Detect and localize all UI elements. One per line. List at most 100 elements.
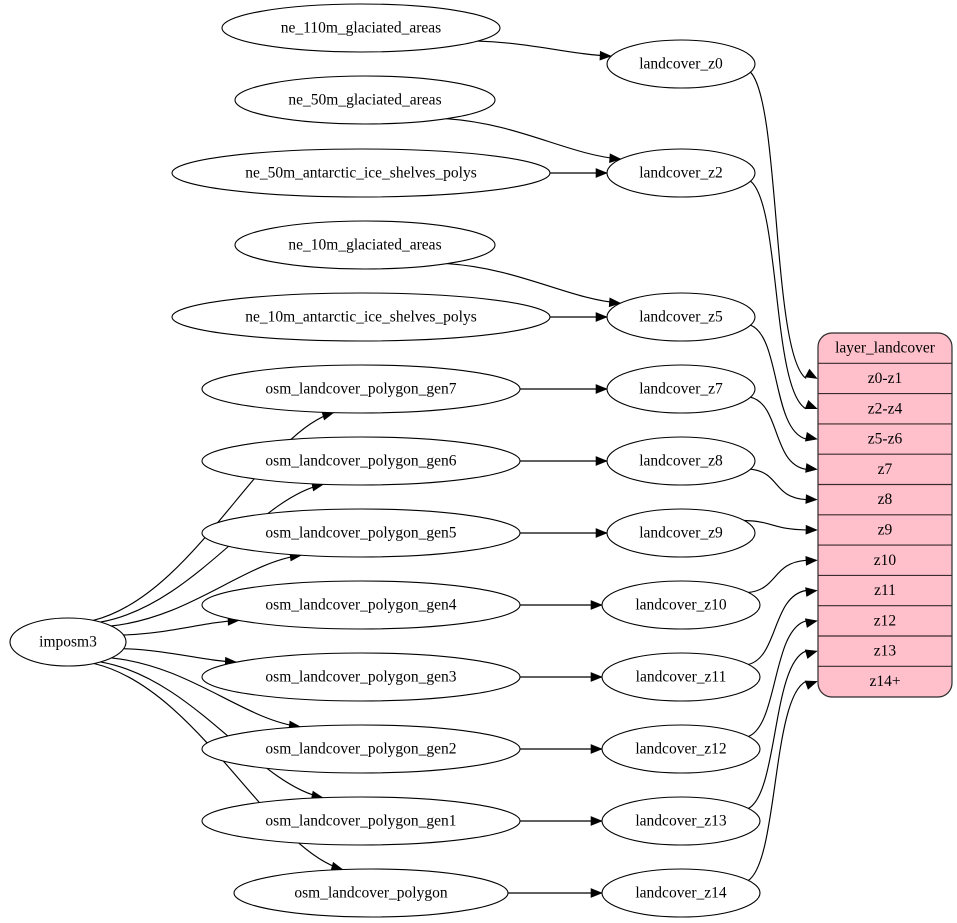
edge-arrowhead [804,400,818,410]
node-landcover_z7[interactable]: landcover_z7 [606,364,756,414]
edge-arrowhead [595,456,608,466]
node-landcover_z10[interactable]: landcover_z10 [601,580,761,630]
edge-landcover_z2-to-layer-landcover-z2-z4 [750,180,807,410]
edge-landcover_z8-to-layer-landcover-z8 [750,468,807,501]
edge-arrowhead [804,618,818,628]
edge-arrowhead [805,587,818,597]
edge-arrowhead [805,556,818,566]
edge-imposm3-to-osm-landcover-polygon-gen2 [111,657,301,728]
node-shape-landcover_z5 [606,292,756,342]
node-landcover_z13[interactable]: landcover_z13 [601,796,761,846]
edge-arrowhead [608,297,622,308]
edge-arrowhead [805,524,818,535]
edge-arrowhead [590,888,603,898]
node-shape-ne_50m_antarctic_ice_shelves_polys [171,148,551,198]
node-ne_110m_glaciated_areas[interactable]: ne_110m_glaciated_areas [221,3,501,53]
edge-landcover_z9-to-layer-landcover-z9 [744,519,807,531]
edge-landcover_z13-to-layer-landcover-z13 [748,650,807,810]
node-shape-ne_50m_glaciated_areas [234,75,496,125]
node-shape-osm_landcover_polygon_gen4 [201,580,521,630]
node-shape-ne_110m_glaciated_areas [221,3,501,53]
node-landcover_z0[interactable]: landcover_z0 [606,39,756,89]
node-shape-landcover_z8 [606,436,756,486]
edge-arrowhead [805,494,818,504]
edge-arrowhead [590,600,603,610]
node-landcover_z11[interactable]: landcover_z11 [601,652,761,702]
node-shape-landcover_z10 [601,580,761,630]
node-shape-osm_landcover_polygon_gen3 [201,652,521,702]
node-shape-landcover_z11 [601,652,761,702]
node-ne_10m_glaciated_areas[interactable]: ne_10m_glaciated_areas [234,220,496,270]
edge-arrowhead [595,528,608,538]
node-ne_50m_antarctic_ice_shelves_polys[interactable]: ne_50m_antarctic_ice_shelves_polys [171,148,551,198]
edge-arrowhead [805,463,818,473]
node-osm_landcover_polygon_gen7[interactable]: osm_landcover_polygon_gen7 [201,364,521,414]
layer-landcover-table[interactable]: layer_landcoverz0-z1z2-z4z5-z6z7z8z9z10z… [817,332,953,698]
edge-landcover_z5-to-layer-landcover-z5-z6 [750,324,807,440]
edge-arrowhead [804,649,818,659]
node-shape-osm_landcover_polygon_gen2 [201,724,521,774]
edge-arrowhead [590,816,603,826]
edge-arrowhead [804,432,818,442]
edge-arrowhead [595,168,608,178]
node-shape-landcover_z12 [601,724,761,774]
node-imposm3[interactable]: imposm3 [9,617,127,667]
edge-landcover_z7-to-layer-landcover-z7 [750,396,807,470]
edge-landcover_z11-to-layer-landcover-z11 [748,589,807,666]
node-shape-landcover_z9 [606,508,756,558]
node-shape-osm_landcover_polygon [233,868,509,918]
node-osm_landcover_polygon[interactable]: osm_landcover_polygon [233,868,509,918]
node-osm_landcover_polygon_gen1[interactable]: osm_landcover_polygon_gen1 [201,796,521,846]
node-shape-landcover_z14 [601,868,761,918]
node-landcover_z5[interactable]: landcover_z5 [606,292,756,342]
node-shape-osm_landcover_polygon_gen5 [201,508,521,558]
node-osm_landcover_polygon_gen3[interactable]: osm_landcover_polygon_gen3 [201,652,521,702]
node-osm_landcover_polygon_gen4[interactable]: osm_landcover_polygon_gen4 [201,580,521,630]
node-landcover_z9[interactable]: landcover_z9 [606,508,756,558]
edge-ne_10m_glaciated_areas-to-landcover-z5 [446,263,621,304]
node-ne_10m_antarctic_ice_shelves_polys[interactable]: ne_10m_antarctic_ice_shelves_polys [171,292,551,342]
edge-imposm3-to-osm-landcover-polygon-gen7 [92,412,334,621]
node-osm_landcover_polygon_gen2[interactable]: osm_landcover_polygon_gen2 [201,724,521,774]
edge-imposm3-to-osm-landcover-polygon-gen6 [100,483,324,623]
edge-imposm3-to-osm-landcover-polygon-gen4 [123,619,240,636]
node-landcover_z12[interactable]: landcover_z12 [601,724,761,774]
node-landcover_z2[interactable]: landcover_z2 [606,148,756,198]
edge-arrowhead [595,312,608,322]
edge-imposm3-to-osm-landcover-polygon-gen3 [123,648,237,663]
edge-arrowhead [609,153,622,164]
node-osm_landcover_polygon_gen5[interactable]: osm_landcover_polygon_gen5 [201,508,521,558]
edge-ne_50m_glaciated_areas-to-landcover-z2 [446,118,621,160]
edge-imposm3-to-osm-landcover-polygon-gen5 [111,554,302,627]
edge-landcover_z0-to-layer-landcover-z0-z1 [750,71,807,379]
node-shape-ne_10m_antarctic_ice_shelves_polys [171,292,551,342]
edge-arrowhead [599,50,612,61]
node-shape-landcover_z7 [606,364,756,414]
node-shape-osm_landcover_polygon_gen6 [201,436,521,486]
edge-arrowhead [590,744,603,754]
edge-imposm3-to-osm-landcover-polygon-gen1 [100,661,324,799]
edge-landcover_z10-to-layer-landcover-z10 [748,559,807,594]
node-shape-landcover_z2 [606,148,756,198]
edge-arrowhead [804,680,818,690]
node-shape-osm_landcover_polygon_gen1 [201,796,521,846]
node-shape-ne_10m_glaciated_areas [234,220,496,270]
nodes-layer: imposm3 ne_110m_glaciated_areas ne_50m_gla… [9,3,761,918]
node-ne_50m_glaciated_areas[interactable]: ne_50m_glaciated_areas [234,75,496,125]
node-shape-landcover_z0 [606,39,756,89]
node-osm_landcover_polygon_gen6[interactable]: osm_landcover_polygon_gen6 [201,436,521,486]
edge-landcover_z14-to-layer-landcover-z14- [747,680,807,881]
edges-layer [92,40,818,898]
edge-arrowhead [595,384,608,394]
edge-arrowhead [804,368,818,379]
edge-imposm3-to-osm-landcover-polygon [93,662,343,871]
node-landcover_z14[interactable]: landcover_z14 [601,868,761,918]
edge-landcover_z12-to-layer-landcover-z12 [748,620,807,738]
node-shape-landcover_z13 [601,796,761,846]
edge-arrowhead [590,672,603,682]
node-shape-osm_landcover_polygon_gen7 [201,364,521,414]
node-landcover_z8[interactable]: landcover_z8 [606,436,756,486]
edge-ne_110m_glaciated_areas-to-landcover-z0 [477,40,612,57]
